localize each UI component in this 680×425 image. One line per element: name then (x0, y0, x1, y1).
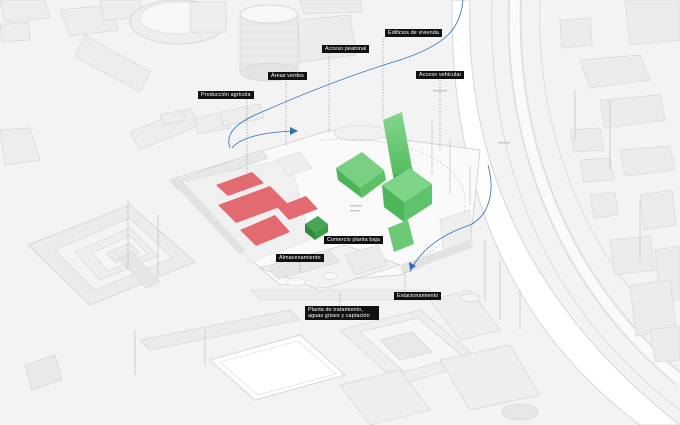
label-almacenamiento: Almacenamiento (276, 254, 324, 262)
lower-left-roads (24, 309, 346, 401)
commerce-block (305, 216, 328, 240)
leader-lines (246, 38, 441, 305)
housing-block (336, 152, 386, 198)
label-edificios-vivienda: Edificios de vivienda (385, 29, 442, 37)
slab-walls (170, 176, 472, 301)
right-city-blocks (559, 0, 680, 363)
label-comercio-planta-baja: Comercio planta baja (324, 236, 383, 244)
storage-area (258, 244, 402, 297)
label-estacionamiento: Estacionamiento (394, 292, 442, 300)
circulation-paths (228, 0, 492, 273)
vertical-poles (127, 90, 641, 375)
ring-road (451, 0, 680, 425)
agri-plot (218, 186, 288, 223)
label-areas-verdes: Áreas verdes (268, 72, 307, 80)
housing-blocks (305, 112, 432, 252)
agri-plot (216, 172, 264, 196)
arrow-head (409, 262, 416, 270)
housing-block (382, 168, 432, 222)
label-planta-tratamiento: Planta de tratamiento, aguas grises y ca… (305, 306, 379, 320)
pyramid (27, 204, 196, 306)
label-acceso-vehicular: Acceso vehicular (416, 71, 465, 79)
label-produccion-agricola: Producción agrícola (198, 91, 254, 99)
housing-block (388, 220, 414, 252)
agri-plot (277, 196, 318, 220)
ground-marks (350, 90, 510, 212)
agricultural-plots (216, 172, 318, 246)
top-left-blocks (0, 0, 265, 166)
arrow-head (290, 127, 298, 135)
lower-complex (339, 289, 541, 425)
agri-plot (240, 215, 290, 246)
cylinder-tower (239, 0, 363, 82)
round-building (129, 0, 227, 45)
label-acceso-peatonal: Acceso peatonal (322, 45, 370, 53)
